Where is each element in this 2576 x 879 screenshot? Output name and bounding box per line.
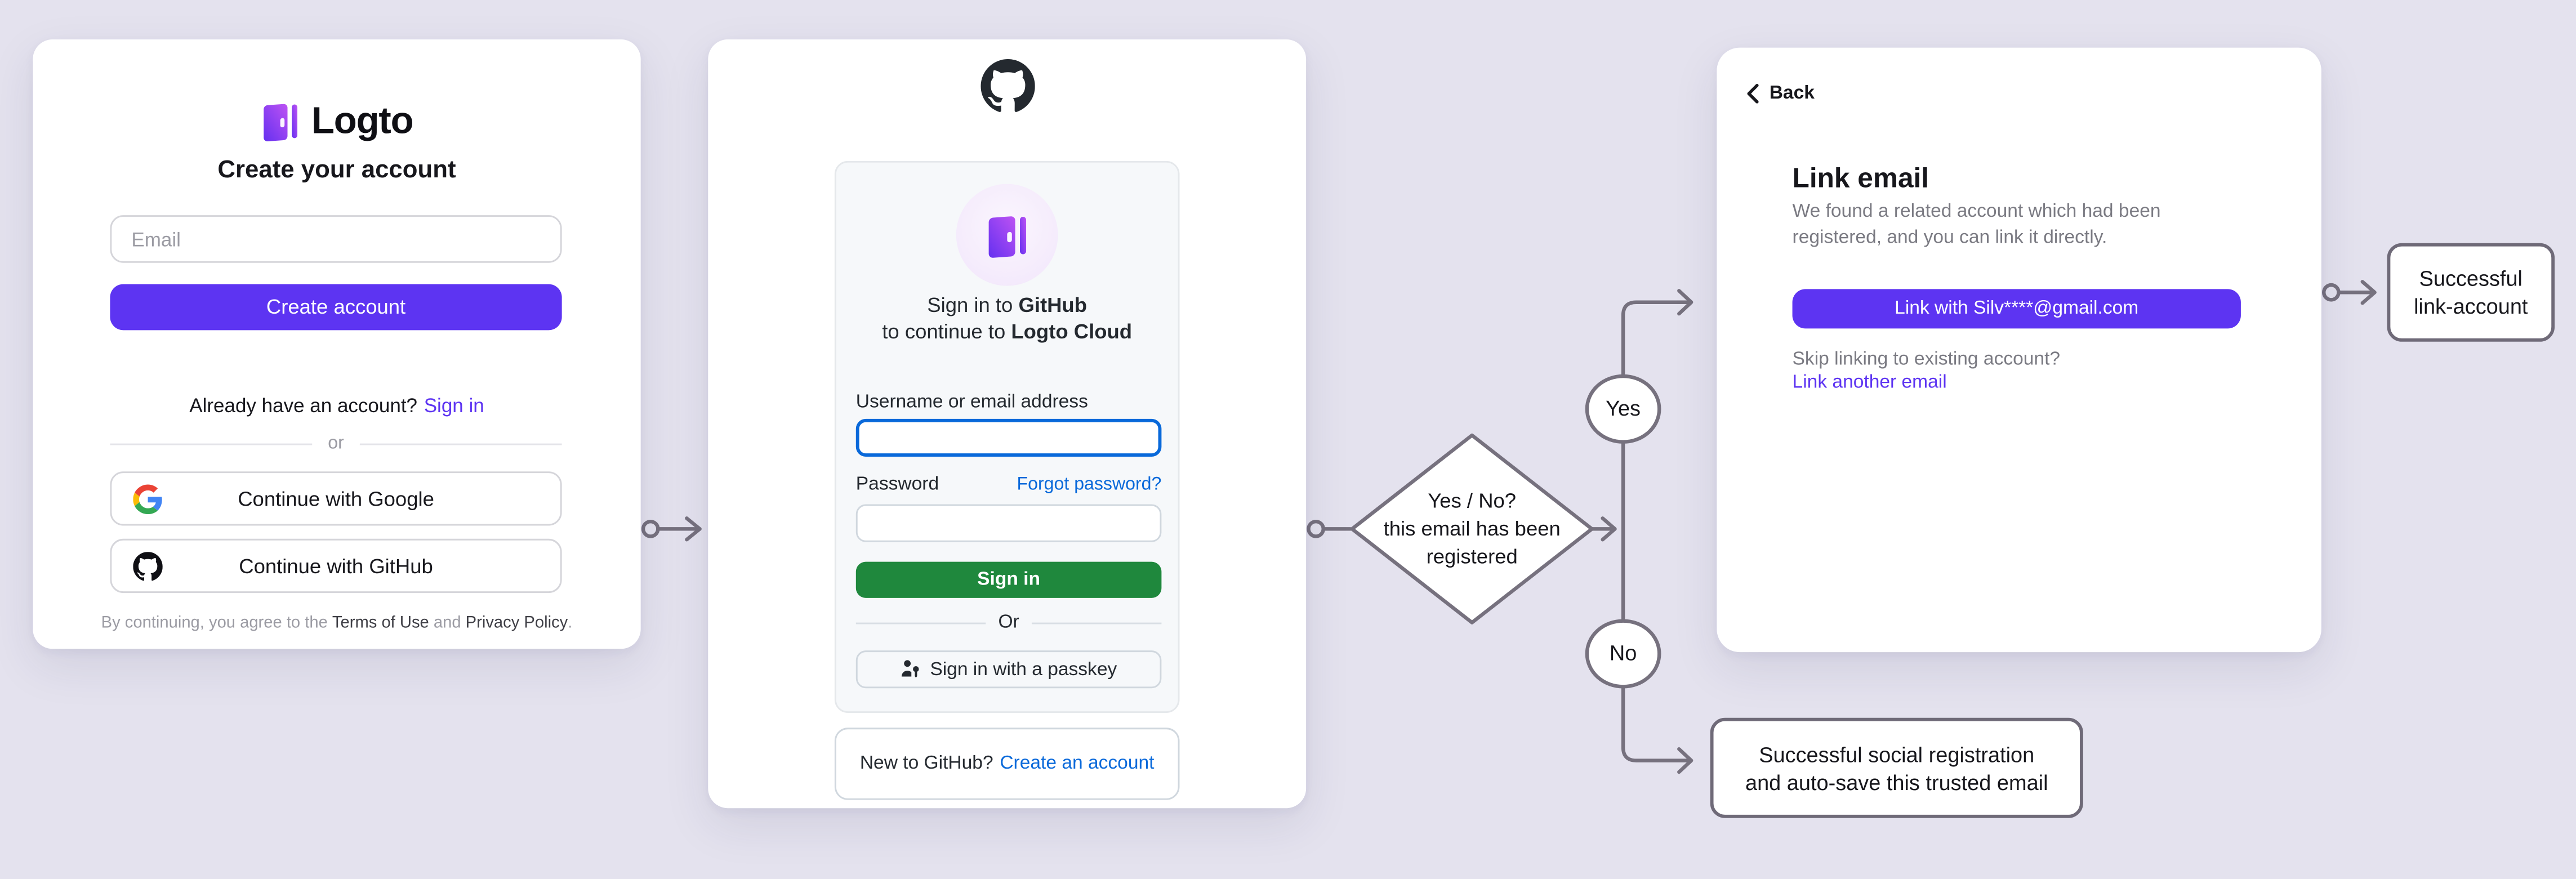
have-account-text: Already have an account? (189, 394, 418, 417)
arrowhead-icon (1677, 289, 1693, 316)
oauth-heading: Sign in to GitHub to continue to Logto C… (882, 294, 1133, 343)
new-to-github-text: New to GitHub? (859, 753, 993, 774)
no-branch-label: No (1609, 640, 1637, 666)
github-icon (133, 552, 163, 582)
link-email-description: We found a related account which had bee… (1792, 202, 2161, 248)
github-signin-card: Sign in to GitHub to continue to Logto C… (708, 39, 1307, 809)
github-logo-icon (708, 59, 1306, 113)
github-sign-in-button[interactable]: Sign in (855, 561, 1162, 598)
no-node-circle (1585, 619, 1661, 689)
github-oauth-panel: Sign in to GitHub to continue to Logto C… (834, 160, 1180, 713)
username-input[interactable] (855, 418, 1162, 457)
link-email-title: Link email (1792, 162, 1929, 194)
passkey-button[interactable]: Sign in with a passkey (855, 650, 1162, 689)
arrowhead-icon (2360, 280, 2377, 305)
back-label: Back (1769, 83, 1815, 104)
logto-logo-text: Logto (311, 99, 414, 141)
logto-door-icon (988, 216, 1026, 258)
new-to-github-box: New to GitHub? Create an account (834, 728, 1180, 800)
arrowhead-icon (685, 516, 702, 542)
decision-label: Yes / No? this email has been registered (1383, 488, 1561, 568)
continue-google-label: Continue with Google (238, 487, 434, 510)
terms-of-use-link[interactable]: Terms of Use (332, 614, 429, 633)
create-account-button[interactable]: Create account (110, 284, 562, 331)
connector-start-dot (641, 519, 660, 538)
arrowhead-icon (1601, 516, 1617, 542)
github-or-text: Or (998, 613, 1019, 633)
continue-with-github-button[interactable]: Continue with GitHub (110, 538, 562, 594)
logto-app-badge (956, 184, 1058, 286)
link-email-card: Back Link email We found a related accou… (1717, 47, 2321, 653)
privacy-policy-link[interactable]: Privacy Policy (465, 614, 568, 633)
signup-title: Create your account (217, 156, 456, 184)
username-label: Username or email address (855, 392, 1088, 413)
logto-logo: Logto (33, 99, 640, 143)
arrowhead-icon (1677, 747, 1693, 774)
success-link-account-box: Successful link-account (2387, 243, 2555, 342)
or-divider: or (110, 434, 562, 454)
link-another-email-link[interactable]: Link another email (1792, 373, 1947, 393)
create-an-account-link[interactable]: Create an account (1000, 753, 1155, 774)
password-label: Password (855, 475, 939, 495)
yes-node-circle (1585, 374, 1661, 444)
password-row: Password Forgot password? (856, 475, 1162, 494)
logto-signup-card: Logto Create your account Create account… (33, 39, 641, 649)
sign-in-link[interactable]: Sign in (424, 394, 484, 417)
forgot-password-link[interactable]: Forgot password? (1017, 475, 1162, 495)
passkey-button-label: Sign in with a passkey (930, 659, 1117, 680)
terms-footer: By continuing, you agree to the Terms of… (101, 614, 573, 633)
passkey-icon (901, 659, 922, 680)
link-with-email-button[interactable]: Link with Silv****@gmail.com (1792, 289, 2241, 329)
logto-door-icon (262, 104, 297, 141)
continue-github-label: Continue with GitHub (239, 554, 433, 578)
or-divider-text: or (328, 434, 344, 454)
email-input[interactable] (110, 215, 562, 263)
password-input[interactable] (855, 504, 1162, 542)
success-social-registration-box: Successful social registration and auto-… (1710, 717, 2083, 818)
google-icon (133, 484, 163, 515)
chevron-left-icon (1747, 83, 1759, 104)
skip-linking-text: Skip linking to existing account? (1792, 350, 2061, 370)
have-account-row: Already have an account? Sign in (33, 394, 640, 417)
connector-start-dot (2322, 283, 2341, 302)
yes-branch-label: Yes (1606, 396, 1641, 421)
connector-start-dot (1307, 519, 1325, 538)
continue-with-google-button[interactable]: Continue with Google (110, 471, 562, 526)
github-or-divider: Or (855, 613, 1162, 633)
back-button[interactable]: Back (1746, 84, 1815, 104)
